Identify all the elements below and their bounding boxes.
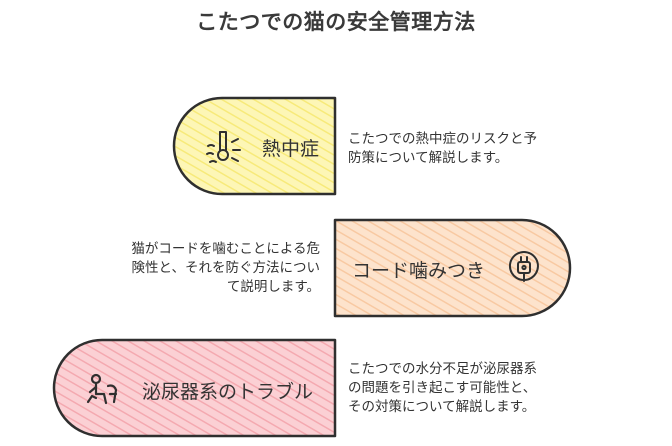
description-heatstroke: こたつでの熱中症のリスクと予 防策について解説します。 (348, 130, 537, 168)
item-label-urinary-trouble: 泌尿器系のトラブル (142, 381, 314, 403)
description-line: こたつでの熱中症のリスクと予 (348, 131, 537, 147)
description-line: 防策について解説します。 (348, 150, 509, 166)
description-cord-biting: 猫がコードを噛むことによる危 険性と、それを防ぐ方法につい て説明します。 (131, 240, 320, 297)
description-line: こたつでの水分不足が泌尿器系 (348, 361, 537, 377)
description-line: て説明します。 (226, 279, 320, 295)
person-restroom-icon (86, 373, 118, 405)
description-line: 険性と、それを防ぐ方法につい (131, 260, 320, 276)
item-label-heatstroke: 熱中症 (262, 138, 320, 160)
diagram-title: こたつでの猫の安全管理方法 (196, 10, 476, 34)
description-line: の問題を引き起こす可能性と、 (348, 380, 537, 396)
heatstroke-pill (172, 96, 337, 196)
item-label-cord-biting: コード噛みつき (352, 260, 486, 282)
description-urinary-trouble: こたつでの水分不足が泌尿器系 の問題を引き起こす可能性と、 その対策について解説… (348, 360, 537, 417)
cord-biting-pill (333, 218, 572, 318)
urinary-trouble-pill (52, 338, 337, 438)
description-line: 猫がコードを噛むことによる危 (131, 241, 320, 257)
description-line: その対策について解説します。 (348, 399, 536, 415)
thermometer-heat-icon (206, 131, 241, 163)
electric-plug-icon (508, 251, 539, 282)
